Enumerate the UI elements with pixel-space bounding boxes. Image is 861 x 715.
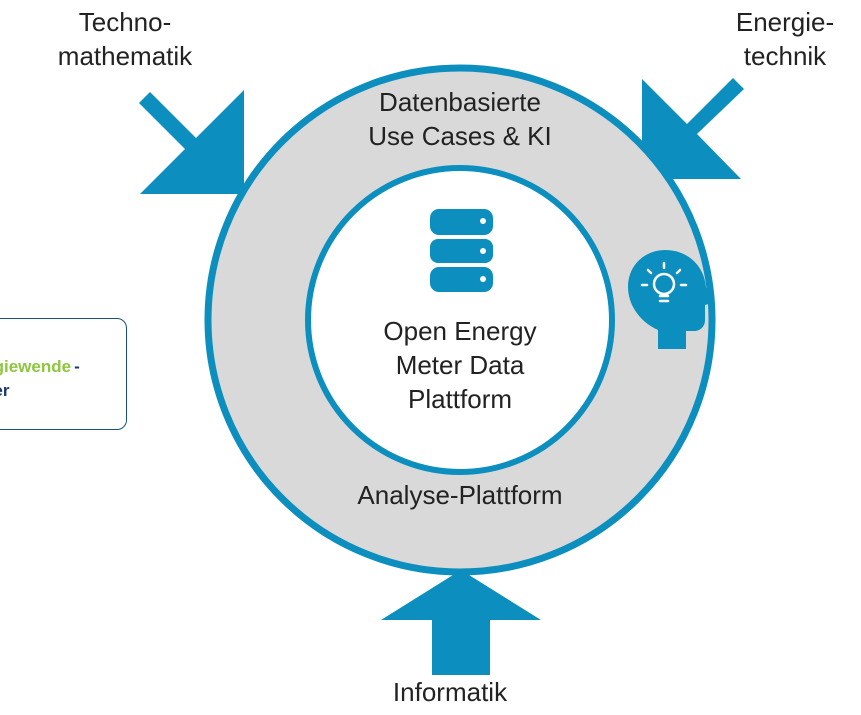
- energiewende-badge: rgiewende- ber: [0, 318, 127, 430]
- ring-label-use-cases-line2: Use Cases & KI: [368, 121, 552, 151]
- badge-line1: rgiewende-: [0, 357, 80, 377]
- arrow-energietechnik: [642, 78, 744, 179]
- center-label-line2: Meter Data: [395, 350, 525, 380]
- label-energietechnik-line1: Energie-: [735, 7, 835, 37]
- inner-circle: [305, 165, 615, 475]
- label-energietechnik: Energie- technik: [700, 5, 861, 73]
- badge-line2: ber: [0, 381, 10, 400]
- center-label-line3: Plattform: [407, 384, 513, 414]
- arrow-informatik: [381, 570, 541, 675]
- badge-line1-dash: -: [74, 357, 80, 376]
- arrow-technomathematik: [139, 90, 244, 194]
- label-technomathematik-line2: mathematik: [57, 41, 193, 71]
- label-informatik: Informatik: [330, 675, 570, 709]
- label-technomathematik-line1: Techno-: [78, 7, 172, 37]
- label-technomathematik: Techno- mathematik: [25, 5, 225, 73]
- label-energietechnik-line2: technik: [743, 41, 827, 71]
- database-icon: [430, 209, 493, 292]
- ring-label-analyse-text: Analyse-Plattform: [357, 480, 563, 510]
- center-label: Open Energy Meter Data Plattform: [350, 314, 570, 416]
- badge-line1-text: rgiewende: [0, 357, 72, 376]
- ring-label-use-cases: Datenbasierte Use Cases & KI: [330, 85, 590, 153]
- ring-label-use-cases-line1: Datenbasierte: [379, 87, 541, 117]
- label-informatik-text: Informatik: [392, 677, 508, 707]
- center-label-line1: Open Energy: [383, 316, 537, 346]
- ring-label-analyse: Analyse-Plattform: [320, 478, 600, 512]
- head-lightbulb-icon: [628, 250, 712, 349]
